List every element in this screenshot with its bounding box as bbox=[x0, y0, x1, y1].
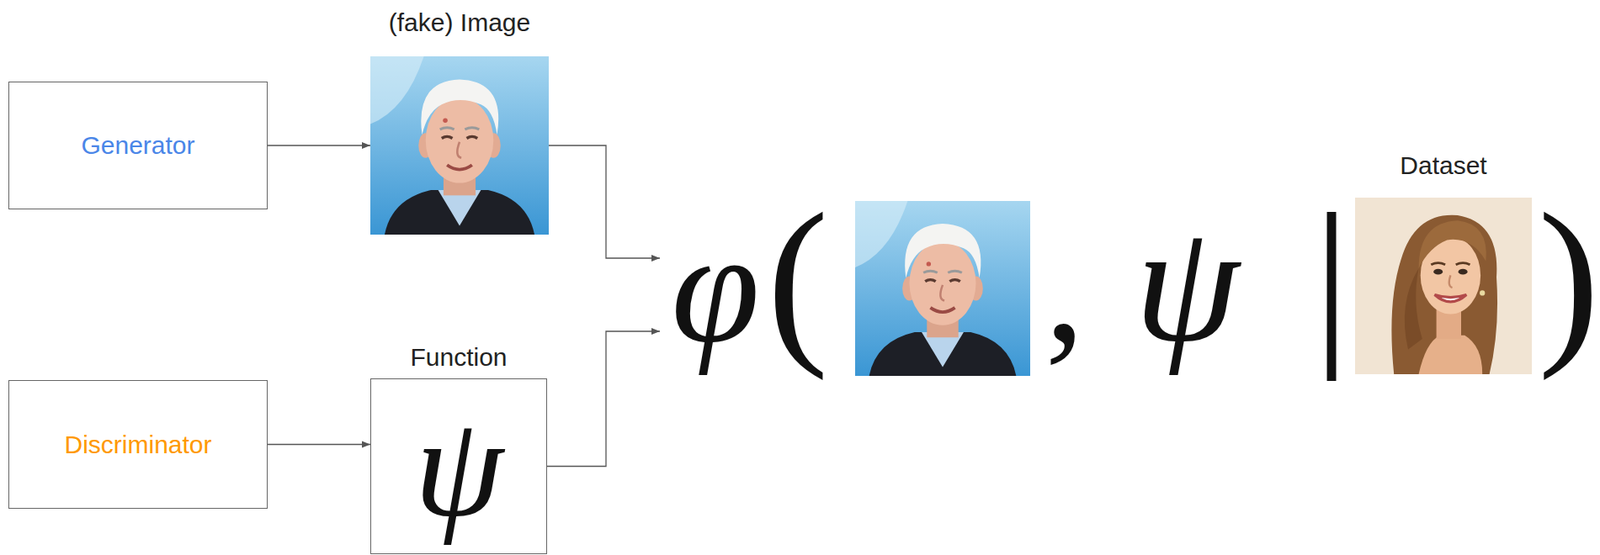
connector-arrow bbox=[267, 444, 371, 446]
formula: φ(, ψ |)Dataset bbox=[659, 168, 1597, 404]
phi-symbol: φ bbox=[670, 198, 760, 376]
function-caption: Function bbox=[409, 343, 507, 372]
comma-slot: , bbox=[1044, 207, 1085, 367]
function-caption-slot: Function bbox=[409, 342, 507, 373]
process-label-slot: Discriminator bbox=[9, 381, 267, 509]
image-caption: (fake) Image bbox=[388, 8, 531, 37]
process-label: Generator bbox=[80, 130, 195, 161]
process-box: Generator bbox=[8, 81, 268, 210]
fake-face-image bbox=[855, 201, 1031, 377]
process-label: Discriminator bbox=[63, 430, 212, 461]
function-box: Functionψ bbox=[370, 378, 548, 555]
given-bar: | bbox=[1312, 175, 1351, 382]
dataset-frame: Dataset bbox=[1355, 197, 1532, 375]
close-paren-slot: ) bbox=[1537, 186, 1600, 372]
close-paren: ) bbox=[1537, 175, 1600, 382]
process-box: Discriminator bbox=[8, 380, 268, 510]
psi-symbol-slot: ψ bbox=[1134, 199, 1239, 368]
open-paren: ( bbox=[766, 175, 829, 382]
connector-arrow bbox=[267, 144, 371, 146]
dataset-caption-slot: Dataset bbox=[1399, 150, 1487, 181]
phi-symbol-slot: φ bbox=[670, 207, 760, 367]
fake-face-image bbox=[370, 56, 549, 235]
psi-symbol-slot: ψ bbox=[371, 379, 547, 554]
dataset-face-image bbox=[1355, 197, 1532, 375]
psi-symbol: ψ bbox=[414, 395, 504, 539]
image-frame: (fake) Image bbox=[370, 56, 549, 235]
process-label-slot: Generator bbox=[9, 82, 267, 209]
image-caption-slot: (fake) Image bbox=[388, 7, 531, 38]
given-bar-slot: | bbox=[1312, 186, 1351, 372]
open-paren-slot: ( bbox=[766, 186, 829, 372]
dataset-caption: Dataset bbox=[1399, 151, 1487, 180]
connector-arrow bbox=[547, 331, 660, 468]
comma: , bbox=[1044, 198, 1085, 376]
connector-arrow bbox=[548, 145, 660, 259]
psi-symbol: ψ bbox=[1134, 190, 1239, 377]
